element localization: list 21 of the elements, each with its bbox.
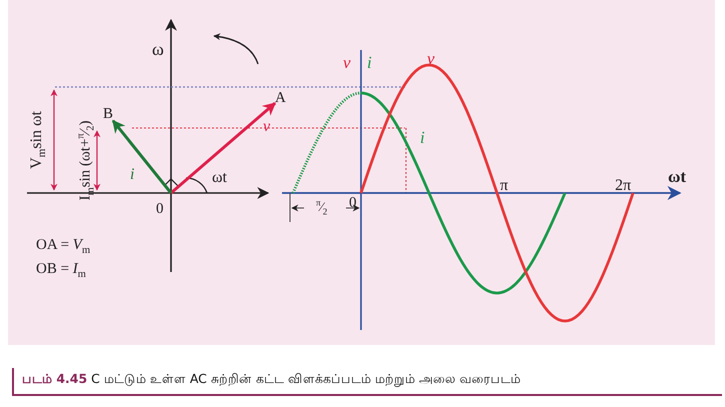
phasor-arrow: [112, 120, 172, 194]
angular-velocity-label: ω: [152, 40, 164, 58]
point-label: B: [103, 107, 114, 122]
axis-label: v: [343, 54, 351, 71]
equation-label: OA = V$_{m}$: [36, 238, 90, 253]
tick-label: 2π: [615, 178, 632, 194]
dimension-label: $^{π}$⁄$_{2}$: [316, 200, 328, 213]
edge-label: i: [130, 167, 134, 183]
angle-label: ωt: [212, 170, 227, 186]
tick-label: π: [500, 178, 508, 194]
figure-caption: படம் 4.45 C மட்டும் உள்ள AC சுற்றின் கட்ட விளக்கப்படம் மற்றும் அலை வரைபடம்: [12, 368, 722, 396]
curve-label: v: [427, 50, 435, 67]
origin-label: 0: [349, 196, 356, 211]
origin-label: 0: [156, 202, 164, 217]
axis-label: ωt: [668, 168, 686, 185]
curve-label: i: [420, 129, 425, 146]
axis-label: i: [367, 54, 372, 71]
equation-label: OB = I$_{m}$: [36, 262, 86, 277]
point-label: A: [275, 91, 286, 106]
edge-label: v: [263, 119, 270, 135]
phasor-arrow: [170, 102, 276, 194]
